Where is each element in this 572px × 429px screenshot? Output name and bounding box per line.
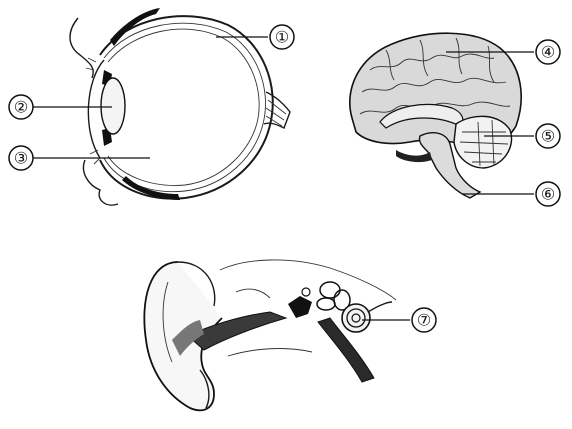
label-7-text: ⑦ [417, 311, 431, 330]
eye-lens [100, 77, 126, 135]
label-4: ④ [446, 39, 561, 65]
ear-cochlea [341, 303, 371, 333]
optic-nerve [263, 91, 291, 129]
ear-canal [187, 311, 288, 351]
label-1: ① [216, 24, 295, 50]
eye-illustration [69, 8, 291, 206]
eye-sclera [99, 15, 274, 200]
ear-illustration [143, 259, 397, 412]
brain-stem [418, 132, 482, 199]
eye-cornea [87, 59, 105, 159]
label-6-text: ⑥ [541, 185, 555, 204]
ear-semicircular-canals [319, 281, 341, 299]
ear-ossicles [288, 296, 312, 318]
label-3-text: ③ [14, 149, 28, 168]
eye-retina [107, 28, 260, 186]
label-6: ⑥ [462, 181, 561, 207]
ear-eustachian-tube [317, 317, 375, 383]
label-5: ⑤ [484, 123, 561, 149]
brain-cerebellum [453, 115, 513, 169]
label-1-text: ① [275, 28, 289, 47]
label-2: ② [8, 94, 112, 120]
label-2-text: ② [14, 98, 28, 117]
label-4-text: ④ [541, 43, 555, 62]
label-3: ③ [8, 145, 150, 171]
brain-illustration [349, 32, 522, 199]
label-5-text: ⑤ [541, 127, 555, 146]
label-7: ⑦ [362, 307, 437, 333]
